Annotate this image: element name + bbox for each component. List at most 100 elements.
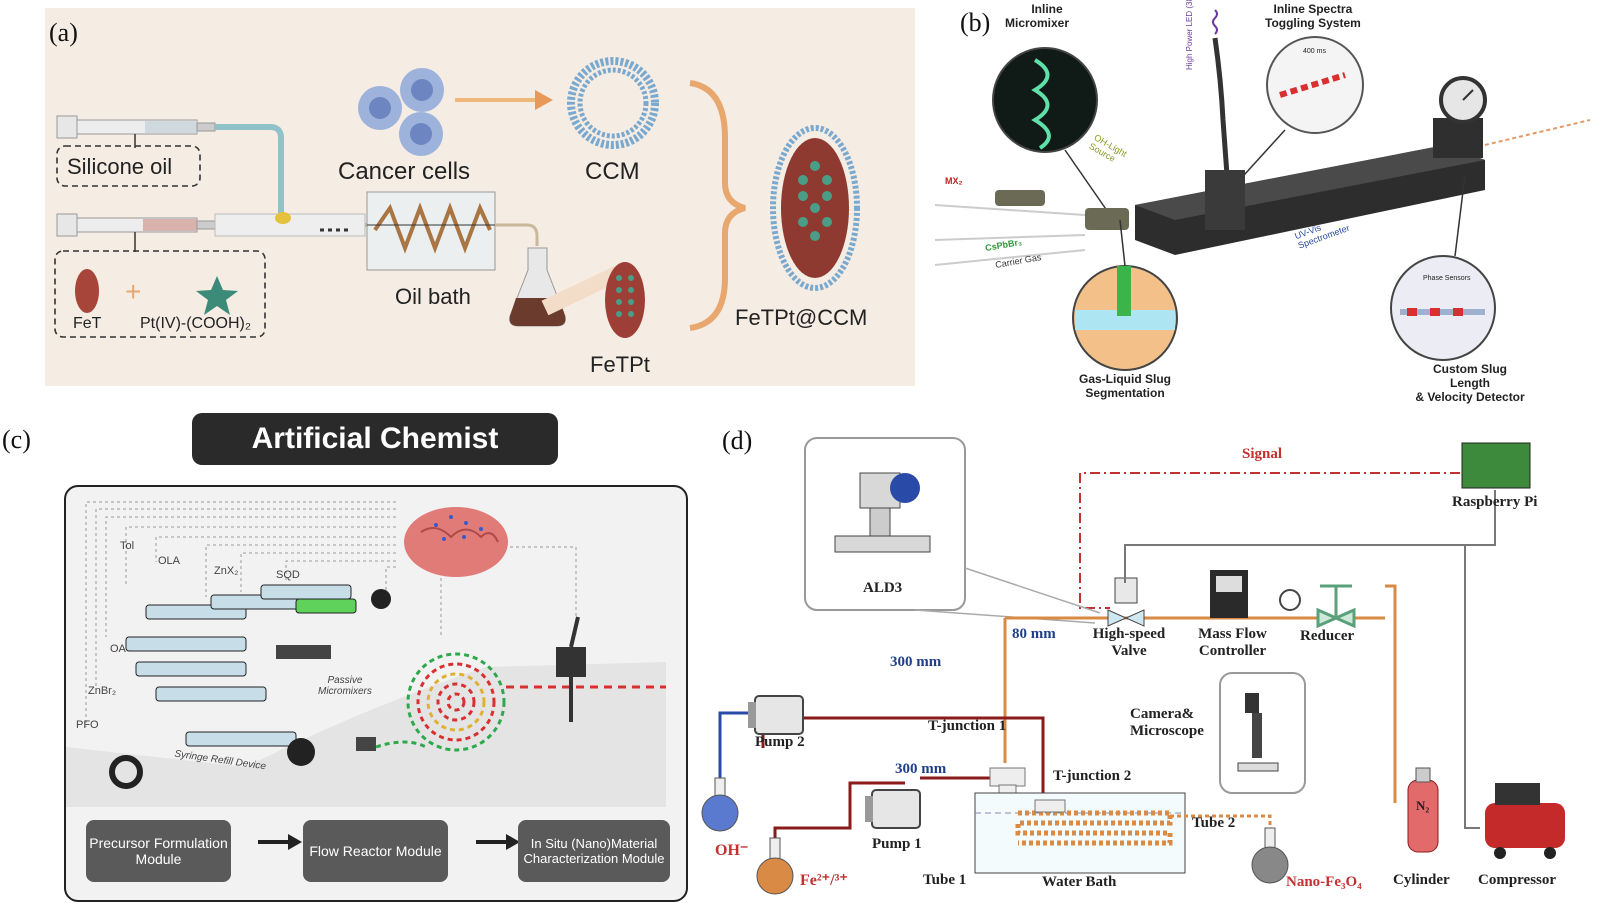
reducer-icon (1316, 584, 1356, 629)
brace-icon (689, 80, 746, 331)
oil-bath-icon (366, 191, 500, 271)
hs-valve-label-line2: Valve (1111, 643, 1147, 659)
spectra-label: Inline Spectra Toggling System (1265, 2, 1361, 30)
signal-label: Signal (1242, 446, 1283, 462)
spectra-label-line1: Inline Spectra (1273, 2, 1353, 16)
oa-label: OA (110, 643, 126, 655)
znx-label: ZnX₂ (214, 565, 239, 577)
ola-label: OLA (158, 555, 181, 567)
passive-label-line2: Micromixers (318, 686, 372, 697)
panel-c: Precursor Formulation Module Flow Reacto… (64, 485, 688, 902)
compressor-icon (1485, 783, 1565, 859)
mfc-label: Mass Flow Controller (1185, 626, 1280, 660)
microscope-bubble (1219, 672, 1306, 794)
custom-slug-label: Custom Slug Length & Velocity Detector (1405, 362, 1535, 404)
phase-sensors-view-icon (1390, 255, 1496, 361)
reducer-label: Reducer (1300, 628, 1355, 644)
n2-label: N₂ (1416, 798, 1430, 813)
camera-label-line2: Microscope (1130, 723, 1204, 739)
fetpt-ccm-icon (770, 125, 860, 291)
tube1-label: Tube 1 (923, 872, 967, 888)
pressure-gauge-icon-d (1279, 589, 1301, 611)
pt-label: Pt(IV)-(COOH)₂ (140, 315, 252, 332)
camera-label-line1: Camera& (1130, 706, 1195, 722)
fetpt-particle-icon (605, 262, 645, 338)
panel-c-diagram (66, 501, 666, 850)
custom-slug-label-line3: & Velocity Detector (1415, 390, 1525, 404)
mm80-label: 80 mm (1012, 626, 1056, 642)
ccm-label: CCM (585, 158, 640, 185)
syringe-array-icon (125, 584, 357, 747)
passive-micromixers-label: Passive Micromixers (318, 675, 372, 697)
pump-2-icon (748, 695, 804, 735)
oil-bath-label: Oil bath (395, 284, 471, 309)
fet-label: FeT (73, 315, 102, 332)
ald3-valve-icon (834, 472, 931, 553)
custom-slug-label-line2: Length (1450, 376, 1490, 390)
water-bath-icon (974, 792, 1186, 874)
raspberry-pi-icon (1461, 442, 1531, 489)
n2-cylinder-icon (1407, 767, 1439, 853)
flask-icon (509, 247, 566, 327)
nano-flask-icon (1251, 827, 1289, 884)
fe-flask-icon (756, 837, 794, 895)
pump2-label: Pump 2 (755, 734, 805, 750)
cancer-cells-icon (358, 68, 444, 156)
module-flow-reactor: Flow Reactor Module (303, 820, 448, 882)
pt-star-icon (196, 276, 238, 315)
pfo-label: PFO (76, 719, 99, 731)
spiral-reactor-icon (406, 652, 506, 752)
gas-liquid-label-line1: Gas-Liquid Slug (1079, 372, 1171, 386)
panel-a-diagram (54, 57, 860, 338)
micromixer-label-line2: Micromixer (1005, 16, 1070, 30)
module-precursor: Precursor Formulation Module (86, 820, 231, 882)
panel-b: (b) Inline Micromixer High Power LED (38… (925, 0, 1595, 415)
fetpt-ccm-label: FeTPt@CCM (735, 305, 868, 330)
panel-b-diagram (934, 9, 1591, 371)
panel-d-letter: (d) (722, 426, 753, 455)
raspberry-pi-label: Raspberry Pi (1452, 494, 1538, 510)
panel-d: (d) Signal Raspberry Pi ALD3 80 mm High-… (700, 418, 1600, 918)
tj2-label: T-junction 2 (1053, 768, 1132, 784)
pressure-gauge-icon (1433, 76, 1487, 158)
mm300a-label: 300 mm (890, 654, 942, 670)
tol-label: Tol (120, 540, 135, 552)
ccm-icon (567, 57, 659, 149)
panel-a-letter: (a) (49, 18, 78, 47)
oh-flask-icon (701, 777, 739, 832)
fetpt-label: FeTPt (590, 352, 650, 377)
fitting-icon (995, 190, 1129, 230)
silicone-oil-label: Silicone oil (67, 154, 173, 179)
ms-label: 400 ms (1303, 48, 1326, 55)
mx-label: MX₂ (945, 176, 963, 186)
hs-valve-label-line1: High-speed (1092, 626, 1166, 642)
syringe-top-icon (56, 115, 216, 139)
microscope-icon (1237, 693, 1279, 772)
panel-c-title: Artificial Chemist (192, 413, 558, 465)
high-speed-valve-label: High-speed Valve (1084, 626, 1174, 660)
mfc-label-line2: Controller (1198, 643, 1267, 659)
module-characterization: In Situ (Nano)Material Characterization … (518, 820, 670, 882)
custom-slug-label-line1: Custom Slug (1433, 362, 1507, 376)
tj1-label: T-junction 1 (928, 718, 1007, 734)
led-label: High Power LED (385 nm) (1185, 0, 1194, 70)
camera-microscope-label: Camera& Microscope (1130, 706, 1204, 740)
cylinder-label: Cylinder (1393, 872, 1450, 888)
compressor-label: Compressor (1478, 872, 1557, 888)
znbr-label: ZnBr₂ (88, 685, 117, 697)
panel-d-diagram (701, 437, 1565, 895)
panel-c-letter: (c) (2, 425, 31, 454)
mm300b-label: 300 mm (895, 761, 947, 777)
gas-liquid-label: Gas-Liquid Slug Segmentation (1065, 372, 1185, 400)
fet-nanoparticle-icon (75, 269, 99, 313)
phase-sensors-label: Phase Sensors (1423, 275, 1471, 282)
micromixer-label-line1: Inline (1031, 2, 1063, 16)
water-bath-label: Water Bath (1042, 874, 1117, 890)
pump-1-icon (865, 789, 921, 829)
mfc-label-line1: Mass Flow (1198, 626, 1267, 642)
panel-a: (a) Silicone oil Cancer cells CCM Oil ba… (45, 8, 915, 386)
sqd-label: SQD (276, 569, 300, 581)
ald3-label: ALD3 (863, 580, 903, 596)
pump1-label: Pump 1 (872, 836, 922, 852)
cancer-cells-label: Cancer cells (338, 158, 471, 185)
